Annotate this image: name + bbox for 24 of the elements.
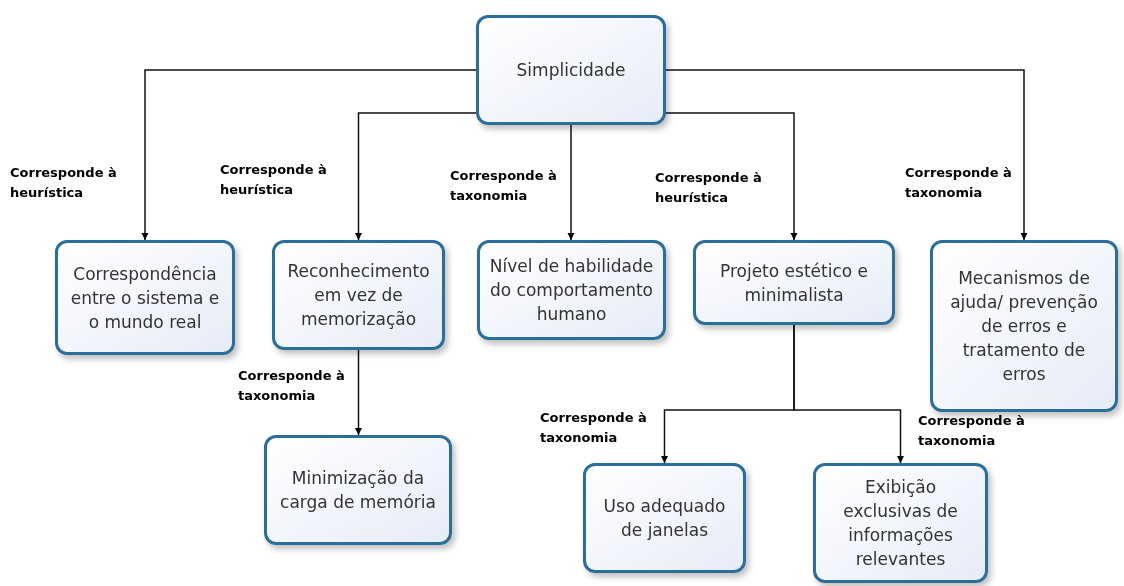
arrow bbox=[354, 112, 477, 241]
arrow bbox=[665, 69, 1028, 241]
arrow bbox=[793, 324, 905, 464]
arrow bbox=[665, 112, 798, 241]
process-box: Correspondência entre o sistema e o mundo real bbox=[55, 240, 235, 355]
process-box: Projeto estético e minimalista bbox=[693, 240, 895, 325]
process-box: Nível de habilidade do comportamento humano bbox=[477, 240, 666, 340]
process-box: Minimização da carga de memória bbox=[264, 435, 452, 545]
edge-label: Corresponde à heurística bbox=[10, 164, 118, 202]
process-box: Mecanismos de ajuda/ prevenção de erros e tratamento de erros bbox=[930, 240, 1118, 412]
arrow bbox=[567, 124, 575, 241]
process-box: Exibição exclusivas de informações relevantes bbox=[813, 463, 988, 583]
process-box: Reconhecimento em vez de memorização bbox=[272, 240, 445, 350]
arrow bbox=[354, 349, 363, 436]
process-box: Uso adequado de janelas bbox=[583, 463, 746, 573]
edge-label: Corresponde à taxonomia bbox=[540, 409, 648, 447]
arrow bbox=[141, 69, 477, 241]
edge-label: Corresponde à taxonomia bbox=[450, 167, 558, 205]
edge-label: Corresponde à taxonomia bbox=[238, 367, 346, 405]
edge-label: Corresponde à taxonomia bbox=[905, 164, 1013, 202]
process-box: Simplicidade bbox=[476, 15, 666, 125]
edge-label: Corresponde à taxonomia bbox=[918, 412, 1026, 450]
edge-label: Corresponde à heurística bbox=[220, 161, 328, 199]
edge-label: Corresponde à heurística bbox=[655, 169, 763, 207]
